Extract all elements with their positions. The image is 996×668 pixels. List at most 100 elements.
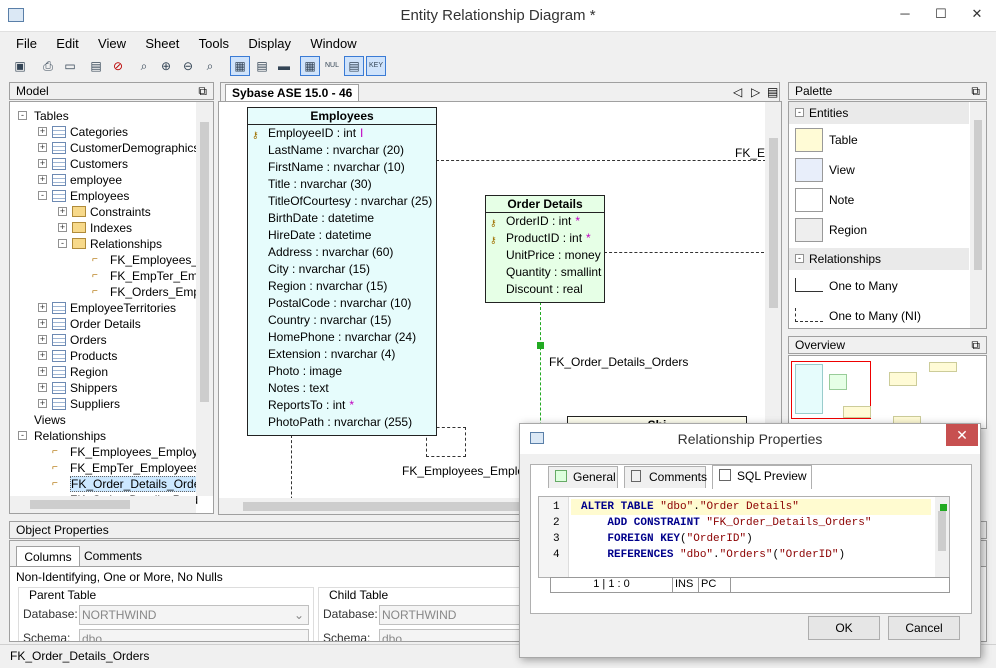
show-null-icon[interactable]: NUL [324, 62, 339, 69]
restore-icon[interactable]: ⧉ [971, 84, 980, 98]
relationship-line[interactable] [436, 160, 766, 161]
entity-column[interactable]: Address : nvarchar (60) [268, 244, 393, 261]
overview-panel[interactable] [788, 355, 987, 429]
dialog-close-button[interactable]: ✕ [946, 424, 978, 446]
show-types-icon[interactable]: ▦ [300, 56, 320, 76]
sql-vscroll-thumb[interactable] [938, 511, 946, 551]
collapse-icon[interactable]: - [18, 431, 27, 440]
palette-entities-header[interactable]: - Entities [789, 102, 969, 124]
zoom-out-icon[interactable]: ⊖ [182, 59, 194, 73]
expand-icon[interactable]: + [38, 334, 47, 344]
palette-item-one-to-many[interactable]: One to Many [829, 279, 898, 293]
menu-window[interactable]: Window [310, 36, 357, 51]
tab-list-icon[interactable]: ▤ [767, 85, 779, 99]
expand-icon[interactable]: + [38, 398, 47, 408]
tree-hscroll-thumb[interactable] [30, 500, 130, 509]
tree-item[interactable]: Relationships [34, 429, 107, 443]
tree-item[interactable]: Indexes [90, 221, 133, 235]
parent-schema-combo[interactable]: dbo [79, 629, 309, 641]
entity-column[interactable]: Country : nvarchar (15) [268, 312, 391, 329]
relationship-line[interactable] [291, 435, 292, 514]
entity-column[interactable]: Quantity : smallint [506, 264, 601, 281]
expand-icon[interactable]: + [58, 222, 67, 232]
entity-column[interactable]: UnitPrice : money [506, 247, 601, 264]
ok-button[interactable]: OK [808, 616, 880, 640]
collapse-icon[interactable]: - [58, 239, 67, 248]
palette-vscroll-thumb[interactable] [974, 120, 982, 270]
show-keyname-icon[interactable]: KEY [366, 56, 386, 76]
tree-item[interactable]: FK_EmpTer_Employees [E [70, 461, 214, 475]
tree-item[interactable]: Tables [34, 109, 69, 123]
tree-item[interactable]: FK_Employees_Employee [70, 445, 212, 459]
entity-column[interactable]: Title : nvarchar (30) [268, 176, 372, 193]
tree-item[interactable]: FK_EmpTer_Emplo [110, 269, 214, 283]
minimize-button[interactable]: ─ [900, 6, 910, 21]
expand-icon[interactable]: + [38, 350, 47, 360]
expand-icon[interactable]: + [38, 318, 47, 328]
show-keys-icon[interactable]: ▤ [256, 59, 268, 73]
entity-column[interactable]: OrderID : int* [506, 213, 580, 230]
show-comments-icon[interactable]: ▤ [344, 56, 364, 76]
restore-icon[interactable]: ⧉ [198, 84, 207, 98]
entity-column[interactable]: PhotoPath : nvarchar (255) [268, 414, 412, 431]
tree-item[interactable]: FK_Employees_Em [110, 253, 214, 267]
canvas-hscroll-thumb[interactable] [243, 502, 543, 511]
tab-columns[interactable]: Columns [16, 546, 80, 566]
overview-viewport[interactable] [791, 361, 871, 419]
expand-icon[interactable]: + [38, 174, 47, 184]
tree-vscroll-thumb[interactable] [200, 122, 209, 402]
palette-relationships-header[interactable]: - Relationships [789, 248, 969, 270]
palette-item-one-to-many-ni[interactable]: One to Many (NI) [829, 309, 922, 323]
tree-item[interactable]: Views [34, 413, 66, 427]
palette-vscrollbar[interactable] [970, 102, 986, 328]
cancel-button[interactable]: Cancel [888, 616, 960, 640]
tree-item[interactable]: Suppliers [70, 397, 121, 411]
show-columns-icon[interactable]: ▦ [230, 56, 250, 76]
menu-view[interactable]: View [98, 36, 126, 51]
palette-item-view[interactable]: View [829, 163, 855, 177]
entity-column[interactable]: City : nvarchar (15) [268, 261, 370, 278]
expand-icon[interactable]: + [38, 158, 47, 168]
menu-tools[interactable]: Tools [198, 36, 230, 51]
entity-column[interactable]: Photo : image [268, 363, 342, 380]
tree-item[interactable]: EmployeeTerritories [70, 301, 177, 315]
stop-icon[interactable]: ⊘ [112, 59, 124, 73]
sql-vscrollbar[interactable] [935, 497, 949, 577]
tree-item[interactable]: Employees [70, 189, 130, 203]
tree-item[interactable]: Region [70, 365, 109, 379]
tree-item[interactable]: Shippers [70, 381, 118, 395]
expand-icon[interactable]: + [38, 302, 47, 312]
expand-icon[interactable]: + [38, 126, 47, 136]
tree-item[interactable]: Orders [70, 333, 107, 347]
zoom-in-icon[interactable]: ⊕ [160, 59, 172, 73]
menu-display[interactable]: Display [248, 36, 291, 51]
tree-vscrollbar[interactable] [196, 102, 213, 496]
entity-column[interactable]: Discount : real [506, 281, 583, 298]
tab-next-icon[interactable]: ▷ [751, 85, 761, 99]
tree-item[interactable]: FK_Orders_Emplo [110, 285, 210, 299]
tree-hscrollbar[interactable] [10, 496, 196, 513]
entity-column[interactable]: Notes : text [268, 380, 329, 397]
expand-icon[interactable]: + [38, 382, 47, 392]
tab-sql-preview[interactable]: SQL Preview [712, 465, 812, 489]
entity-column[interactable]: HomePhone : nvarchar (24) [268, 329, 416, 346]
palette-item-note[interactable]: Note [829, 193, 855, 207]
tree-item[interactable]: CustomerDemographics [70, 141, 200, 155]
tree-item[interactable]: Order Details [70, 317, 141, 331]
close-button[interactable]: ✕ [960, 0, 994, 30]
menu-file[interactable]: File [16, 36, 37, 51]
entity-column[interactable]: PostalCode : nvarchar (10) [268, 295, 411, 312]
tree-item[interactable]: employee [70, 173, 123, 187]
palette-item-region[interactable]: Region [829, 223, 868, 237]
menu-edit[interactable]: Edit [56, 36, 79, 51]
layout-icon[interactable]: ▤ [90, 59, 102, 73]
entity-column[interactable]: ReportsTo : int* [268, 397, 354, 414]
palette-item-table[interactable]: Table [829, 133, 858, 147]
tree-item[interactable]: Customers [70, 157, 129, 171]
entity-order-details[interactable]: Order Details ⚷OrderID : int*⚷ProductID … [485, 195, 605, 303]
expand-icon[interactable]: + [58, 206, 67, 216]
save-icon[interactable]: ▣ [14, 59, 26, 73]
show-header-icon[interactable]: ▬ [278, 59, 290, 73]
